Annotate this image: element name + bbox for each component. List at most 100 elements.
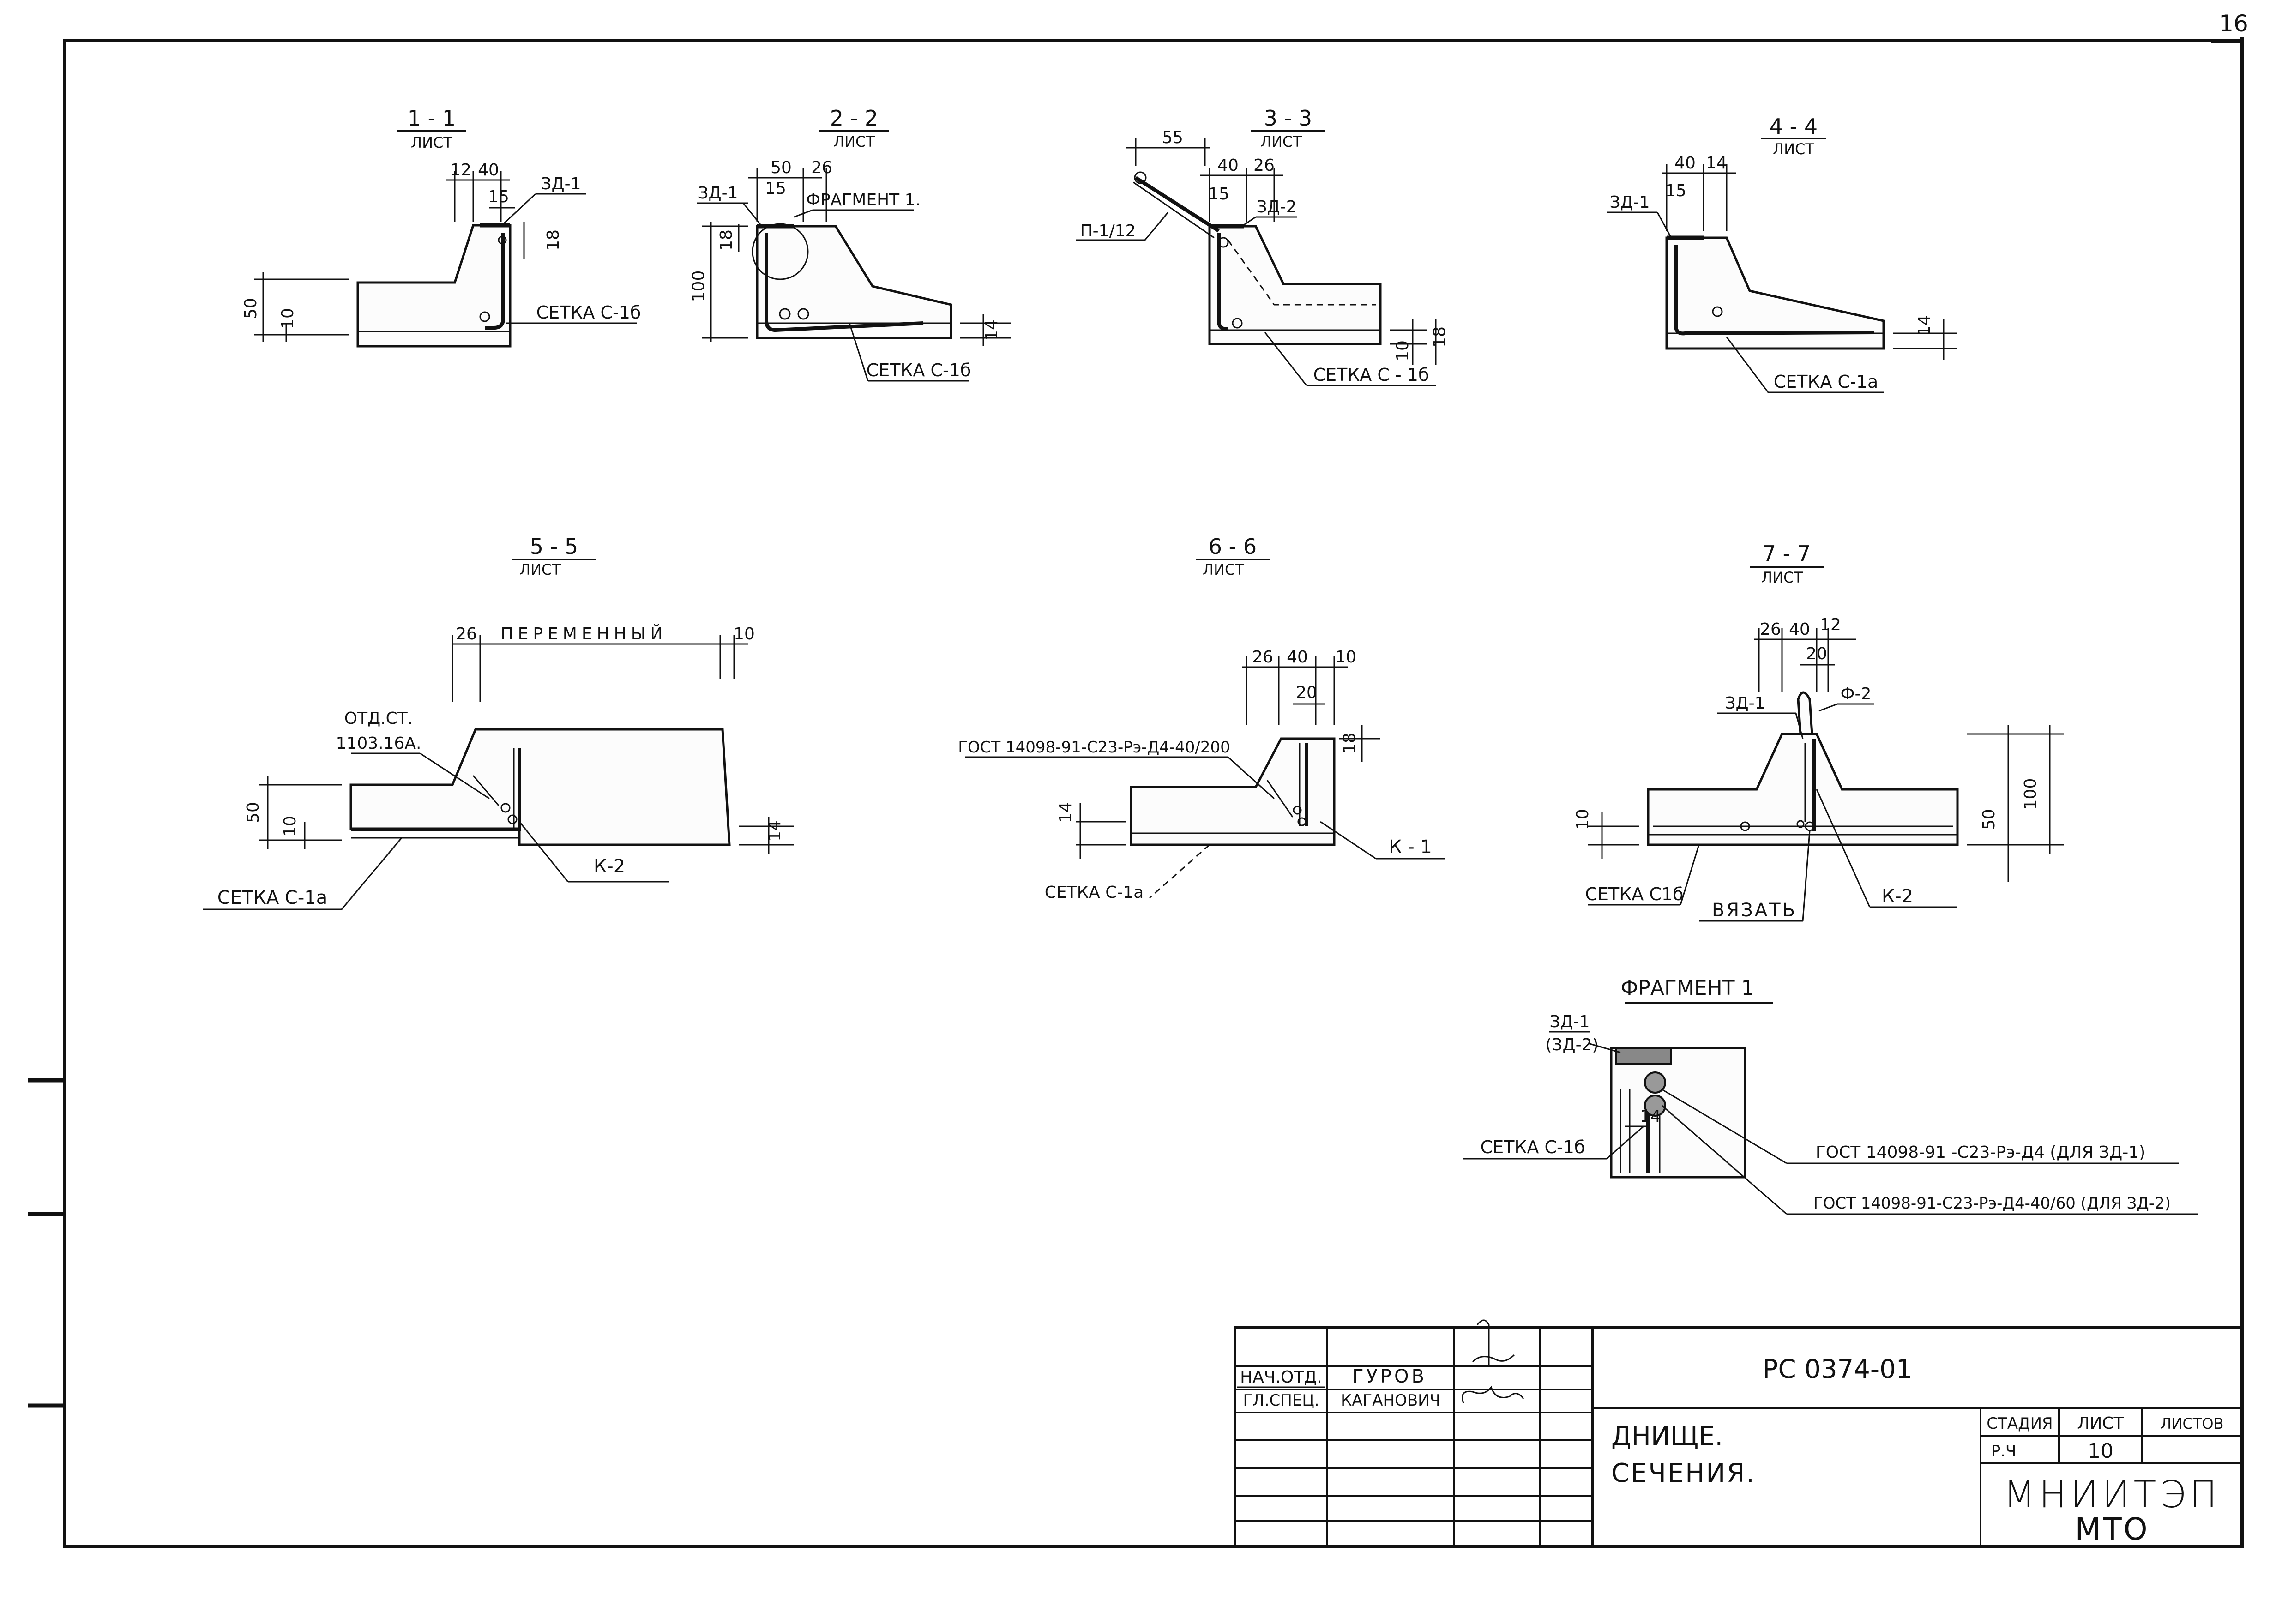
dim-label: 10: [1573, 809, 1592, 830]
mesh-label: СЕТКА С-1а: [1045, 883, 1144, 902]
dim-label: 10: [1393, 340, 1412, 361]
dim-label: 50: [241, 298, 260, 319]
mesh-label: СЕТКА С1б: [1585, 884, 1684, 904]
name-head-of-dept: ГУРОВ: [1352, 1366, 1427, 1387]
document-code: РС 0374-01: [1763, 1354, 1913, 1384]
dim-label: 18: [544, 229, 563, 251]
drawing-frame: [28, 37, 2244, 1548]
description-line-1: ДНИЩЕ.: [1611, 1421, 1723, 1451]
dim-label: 20: [1806, 644, 1827, 663]
dim-label: 26: [1253, 156, 1275, 175]
signature-1: [1472, 1319, 1515, 1366]
dim-label: 40: [1287, 648, 1308, 667]
section-title: 4 - 4: [1770, 114, 1818, 139]
mesh-label: СЕТКА С-1б: [1481, 1137, 1585, 1157]
dim-label: 15: [765, 179, 786, 198]
part-tag: П-1/12: [1080, 222, 1136, 241]
dim-label: 18: [1430, 326, 1449, 348]
dim-label: 40: [1789, 620, 1810, 639]
sheet-header: ЛИСТ: [2077, 1414, 2124, 1433]
stage-header: СТАДИЯ: [1987, 1414, 2053, 1433]
dim-label: 12: [450, 161, 471, 180]
org-sub: МТО: [2075, 1511, 2149, 1547]
dim-label: 18: [1340, 733, 1359, 754]
dim-label: 14: [1056, 802, 1075, 823]
stage-value: Р.Ч: [1991, 1442, 2017, 1461]
sheets-header: ЛИСТОВ: [2160, 1415, 2223, 1432]
dim-label: 14: [1915, 315, 1934, 336]
dim-label: 10: [734, 625, 755, 644]
dim-label: 100: [2021, 778, 2040, 810]
dim-label: 100: [689, 271, 708, 302]
dim-label: 26: [456, 625, 477, 644]
signature-2: [1462, 1385, 1524, 1404]
tie-label: ВЯЗАТЬ: [1712, 900, 1797, 921]
gost-note: ГОСТ 14098-91-С23-Рэ-Д4-40/200: [958, 738, 1230, 757]
mesh-label: СЕТКА С - 1б: [1313, 365, 1429, 385]
part-tag-alt: (ЗД-2): [1545, 1035, 1598, 1054]
section-sheet-label: ЛИСТ: [519, 561, 561, 578]
dim-label: 20: [1296, 683, 1317, 702]
description-line-2: СЕЧЕНИЯ.: [1611, 1458, 1756, 1488]
part-tag: ЗД-1: [1549, 1012, 1590, 1031]
dim-label: 26: [811, 158, 832, 177]
fragment-title: ФРАГМЕНТ 1: [1620, 976, 1754, 1000]
section-title: 1 - 1: [408, 106, 456, 131]
dim-label: 26: [1760, 620, 1781, 639]
page-number: 16: [2219, 10, 2248, 37]
dim-label: 15: [488, 187, 509, 206]
section-title: 2 - 2: [830, 106, 878, 131]
dim-label: 40: [1217, 156, 1239, 175]
sheet-value: 10: [2088, 1439, 2113, 1463]
dim-label: 10: [278, 308, 297, 329]
section-sheet-label: ЛИСТ: [1773, 140, 1814, 158]
part-tag: К-2: [594, 856, 625, 877]
dim-label: 14: [982, 319, 1001, 341]
section-sheet-label: ЛИСТ: [1761, 569, 1803, 586]
part-tag: ЗД-1: [1725, 694, 1765, 713]
mesh-label: СЕТКА С-1а: [1774, 372, 1879, 392]
dim-label: 15: [1665, 181, 1686, 200]
dim-label: 14: [1640, 1107, 1661, 1126]
section-3-3: 3 - 3 ЛИСТ 55 40 26 15 П-1/12 ЗД-2: [1076, 106, 1449, 386]
mesh-label: СЕТКА С-1б: [536, 302, 641, 323]
section-sheet-label: ЛИСТ: [1260, 133, 1302, 150]
section-1-1: 1 - 1 ЛИСТ 12 40 15 18 ЗД-1 50 10 СЕТКА …: [241, 106, 641, 348]
dim-label: 10: [281, 816, 300, 837]
title-block: НАЧ.ОТД. ГЛ.СПЕЦ. ГУРОВ КАГАНОВИЧ РС 037…: [1234, 1319, 2243, 1548]
dim-label: 10: [1335, 648, 1356, 667]
mesh-label: СЕТКА С-1б: [867, 360, 971, 380]
gost-note-2: ГОСТ 14098-91-С23-Рэ-Д4-40/60 (ДЛЯ ЗД-2): [1813, 1194, 2171, 1213]
gost-note-1: ГОСТ 14098-91 -С23-Рэ-Д4 (ДЛЯ ЗД-1): [1816, 1143, 2145, 1162]
org-name: МНИИТЭП: [2004, 1473, 2221, 1516]
part-tag: ЗД-2: [1256, 198, 1296, 217]
section-5-5: 5 - 5 ЛИСТ 26 10 ПЕРЕМЕННЫЙ 50 10 14 ОТД…: [203, 534, 794, 910]
note-line: ОТД.СТ.: [344, 709, 413, 728]
dim-label: 15: [1208, 185, 1229, 204]
section-2-2: 2 - 2 ЛИСТ 50 26 15 18 100 14 ЗД-1 ФРАГМ…: [689, 106, 1011, 382]
part-tag: ЗД-1: [541, 174, 581, 193]
part-tag: ЗД-1: [1609, 193, 1650, 212]
variable-label: ПЕРЕМЕННЫЙ: [501, 624, 668, 644]
fragment-ref: ФРАГМЕНТ 1.: [806, 191, 921, 210]
role-head-of-dept: НАЧ.ОТД.: [1240, 1368, 1322, 1387]
fragment-1: ФРАГМЕНТ 1 14 ЗД-1 (ЗД-2) СЕТКА С-1б ГОС…: [1463, 976, 2198, 1215]
part-tag: К-2: [1882, 886, 1913, 907]
section-title: 6 - 6: [1209, 534, 1257, 559]
dim-label: 14: [1706, 154, 1727, 173]
note-line: 1103.16А.: [336, 734, 421, 753]
dim-label: 50: [1980, 809, 1999, 830]
dim-label: 50: [244, 802, 263, 823]
section-title: 7 - 7: [1763, 541, 1811, 566]
section-7-7: 7 - 7 ЛИСТ 26 40 12 20 ЗД-1 Ф-2 10: [1573, 541, 2064, 922]
section-sheet-label: ЛИСТ: [411, 134, 452, 151]
dim-label: 55: [1162, 128, 1183, 147]
section-6-6: 6 - 6 ЛИСТ 26 40 10 20 18 14 ГОСТ 14098-…: [958, 534, 1445, 902]
dim-label: 40: [1674, 154, 1696, 173]
part-tag: Ф-2: [1841, 685, 1872, 704]
mesh-label: СЕТКА С-1а: [217, 887, 327, 908]
section-title: 5 - 5: [530, 534, 578, 559]
section-sheet-label: ЛИСТ: [833, 133, 875, 150]
part-tag: К - 1: [1389, 836, 1432, 858]
